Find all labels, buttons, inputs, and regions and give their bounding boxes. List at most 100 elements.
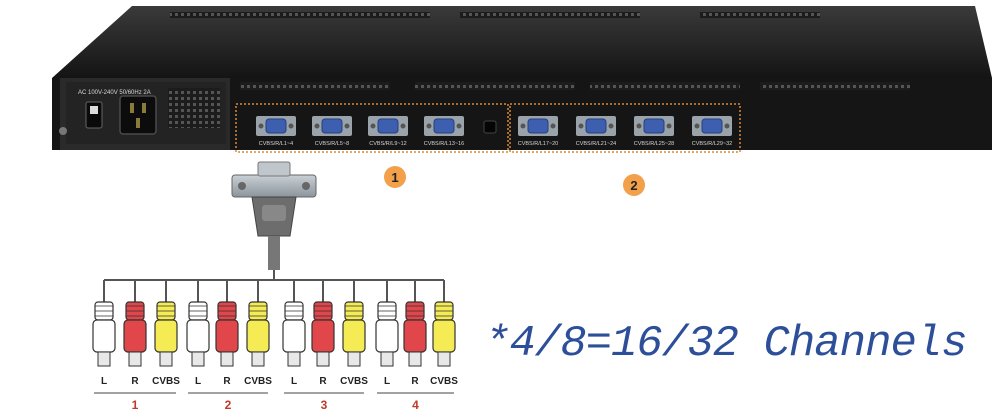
group-badge-1: 1 bbox=[384, 166, 406, 188]
db-port-1[interactable]: CVBS/R/L1~4 bbox=[256, 116, 296, 147]
front-vent-b bbox=[415, 82, 575, 90]
front-vent-d bbox=[760, 82, 910, 90]
rca-plug-4 bbox=[186, 301, 210, 367]
db-port-label: CVBS/R/L9~12 bbox=[369, 141, 406, 147]
rca-tip bbox=[97, 351, 111, 367]
rca-body bbox=[311, 319, 335, 353]
power-vent bbox=[168, 88, 220, 128]
channel-group-3: 3 bbox=[284, 392, 364, 412]
db-port-label: CVBS/R/L29~32 bbox=[692, 141, 733, 147]
db-port-label: CVBS/R/L17~20 bbox=[518, 141, 559, 147]
db-port-screw bbox=[456, 123, 462, 129]
rca-label: L bbox=[195, 376, 201, 387]
badge-label: 2 bbox=[630, 178, 637, 193]
db-screw bbox=[302, 182, 310, 190]
rca-body bbox=[186, 319, 210, 353]
channel-group-1: 1 bbox=[94, 392, 176, 412]
rca-plug-8 bbox=[311, 301, 335, 367]
channel-group-4: 4 bbox=[377, 392, 454, 412]
rca-plug-6 bbox=[246, 301, 270, 367]
top-vent-3 bbox=[700, 12, 820, 18]
rca-body bbox=[342, 319, 366, 353]
power-switch[interactable] bbox=[85, 101, 103, 129]
rca-label: CVBS bbox=[244, 376, 272, 387]
ground-screw bbox=[59, 127, 67, 135]
rca-label: CVBS bbox=[152, 376, 180, 387]
db-port-3[interactable]: CVBS/R/L9~12 bbox=[368, 116, 408, 147]
rca-body bbox=[154, 319, 178, 353]
db-port-socket bbox=[377, 118, 399, 134]
port-group-1-frame bbox=[235, 103, 509, 153]
rca-body bbox=[282, 319, 306, 353]
db-port-screw bbox=[400, 123, 406, 129]
rca-label: R bbox=[319, 376, 327, 387]
rca-body bbox=[375, 319, 399, 353]
db-port-socket bbox=[527, 118, 549, 134]
rca-plug-1 bbox=[92, 301, 116, 367]
iec-power-inlet[interactable] bbox=[119, 95, 157, 135]
db-port-socket bbox=[585, 118, 607, 134]
rca-plug-5 bbox=[215, 301, 239, 367]
db-port-screw bbox=[314, 123, 320, 129]
rca-tip bbox=[437, 351, 451, 367]
inlet-pin bbox=[130, 103, 134, 113]
rca-plug-3 bbox=[154, 301, 178, 367]
rca-plug-12 bbox=[432, 301, 456, 367]
db-port-label: CVBS/R/L21~24 bbox=[576, 141, 617, 147]
front-vent-c bbox=[590, 82, 740, 90]
indicator-jack bbox=[483, 120, 497, 134]
db-port-socket bbox=[321, 118, 343, 134]
rca-label: L bbox=[384, 376, 390, 387]
db-port-socket bbox=[433, 118, 455, 134]
db-port-screw bbox=[724, 123, 730, 129]
db-port-6[interactable]: CVBS/R/L21~24 bbox=[576, 116, 617, 147]
db-port-socket bbox=[643, 118, 665, 134]
rca-tip bbox=[408, 351, 422, 367]
db-port-8[interactable]: CVBS/R/L29~32 bbox=[692, 116, 733, 147]
rca-label: L bbox=[291, 376, 297, 387]
cable-trunk bbox=[268, 236, 280, 270]
rca-tip bbox=[347, 351, 361, 367]
chassis-top bbox=[52, 6, 992, 78]
rca-body bbox=[403, 319, 427, 353]
db-port-screw bbox=[258, 123, 264, 129]
rca-tip bbox=[128, 351, 142, 367]
db-port-4[interactable]: CVBS/R/L13~16 bbox=[424, 116, 465, 147]
top-vent-2 bbox=[460, 12, 640, 18]
db-port-label: CVBS/R/L25~28 bbox=[634, 141, 675, 147]
channel-number: 3 bbox=[321, 398, 328, 412]
db-hood-grip bbox=[262, 205, 286, 221]
db-port-7[interactable]: CVBS/R/L25~28 bbox=[634, 116, 675, 147]
rca-tip bbox=[380, 351, 394, 367]
channel-group-2: 2 bbox=[188, 392, 268, 412]
front-vent-a bbox=[240, 82, 390, 90]
channel-row: 1 2 3 4 bbox=[94, 392, 454, 412]
db-port-screw bbox=[608, 123, 614, 129]
rca-tip bbox=[316, 351, 330, 367]
rca-plug-row bbox=[92, 301, 456, 367]
rca-plug-2 bbox=[123, 301, 147, 367]
db-port-screw bbox=[288, 123, 294, 129]
group-badge-2: 2 bbox=[623, 174, 645, 196]
rca-label: CVBS bbox=[340, 376, 368, 387]
channel-number: 1 bbox=[132, 398, 139, 412]
db-port-label: CVBS/R/L5~8 bbox=[315, 141, 349, 147]
rca-tip bbox=[159, 351, 173, 367]
channel-number: 2 bbox=[225, 398, 232, 412]
rca-body bbox=[246, 319, 270, 353]
rca-body bbox=[123, 319, 147, 353]
rca-tip bbox=[191, 351, 205, 367]
rca-body bbox=[92, 319, 116, 353]
db-port-screw bbox=[694, 123, 700, 129]
inlet-pin bbox=[136, 118, 140, 128]
port-group-2-frame bbox=[509, 103, 741, 153]
db-port-5[interactable]: CVBS/R/L17~20 bbox=[518, 116, 559, 147]
db-port-2[interactable]: CVBS/R/L5~8 bbox=[312, 116, 352, 147]
rca-body bbox=[432, 319, 456, 353]
db-plug-face bbox=[257, 161, 291, 177]
db-port-label: CVBS/R/L13~16 bbox=[424, 141, 465, 147]
db-screw bbox=[238, 182, 246, 190]
